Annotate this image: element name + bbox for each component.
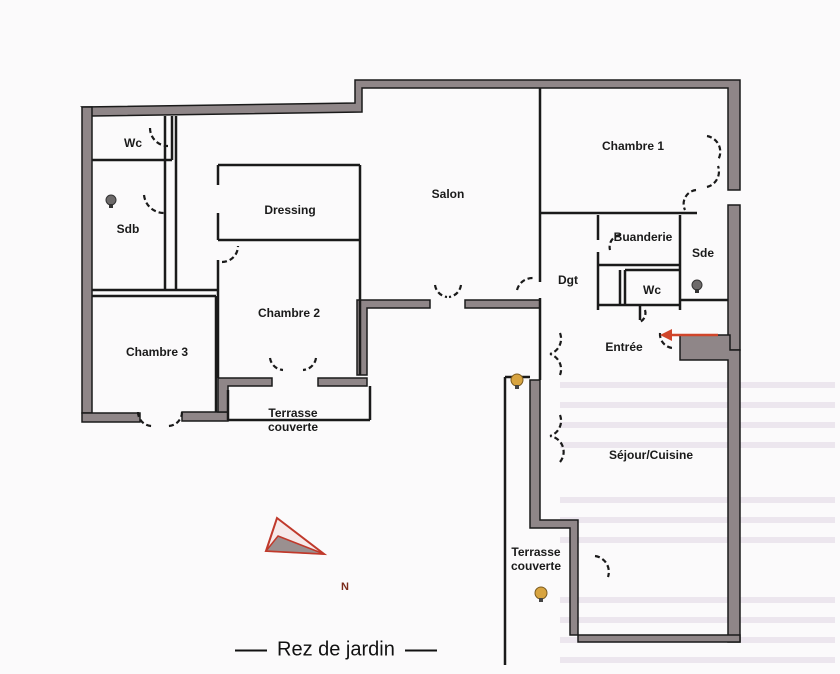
room-label-wc-2: Wc: [643, 283, 661, 297]
room-label-dressing: Dressing: [264, 203, 316, 217]
room-label-terrasse-couverte-1: Terrasse couverte: [267, 406, 319, 434]
title-dash-right: [404, 649, 437, 652]
room-label-chambre-1: Chambre 1: [601, 139, 665, 153]
room-label-wc: Wc: [124, 136, 142, 150]
light-fixture-icon: [510, 373, 524, 389]
compass-icon: [264, 516, 328, 556]
room-label-chambre-2: Chambre 2: [257, 306, 321, 320]
title-dash-left: [235, 649, 267, 652]
interior-walls: [92, 88, 728, 665]
light-fixture-icon: [534, 586, 548, 602]
room-label-sejour-cuisine: Séjour/Cuisine: [608, 448, 694, 462]
background-watermark: [560, 382, 835, 663]
light-fixture-icon: [691, 279, 703, 293]
room-label-dgt: Dgt: [558, 273, 578, 287]
room-label-sdb: Sdb: [116, 222, 140, 236]
room-label-sde: Sde: [691, 246, 715, 260]
light-fixtures: [105, 194, 703, 602]
compass-north-label: N: [341, 581, 349, 593]
floor-title: Rez de jardin: [225, 639, 447, 662]
light-fixture-icon: [105, 194, 117, 208]
entry-arrow: [660, 329, 718, 341]
doors: [136, 127, 722, 578]
room-label-salon: Salon: [431, 187, 465, 201]
floor-title-text: Rez de jardin: [277, 638, 395, 661]
room-label-chambre-3: Chambre 3: [125, 345, 189, 359]
outer-walls: [80, 79, 741, 643]
room-label-entree: Entrée: [605, 340, 643, 354]
room-label-buanderie: Buanderie: [613, 230, 673, 244]
room-label-terrasse-couverte-2: Terrasse couverte: [510, 545, 562, 573]
